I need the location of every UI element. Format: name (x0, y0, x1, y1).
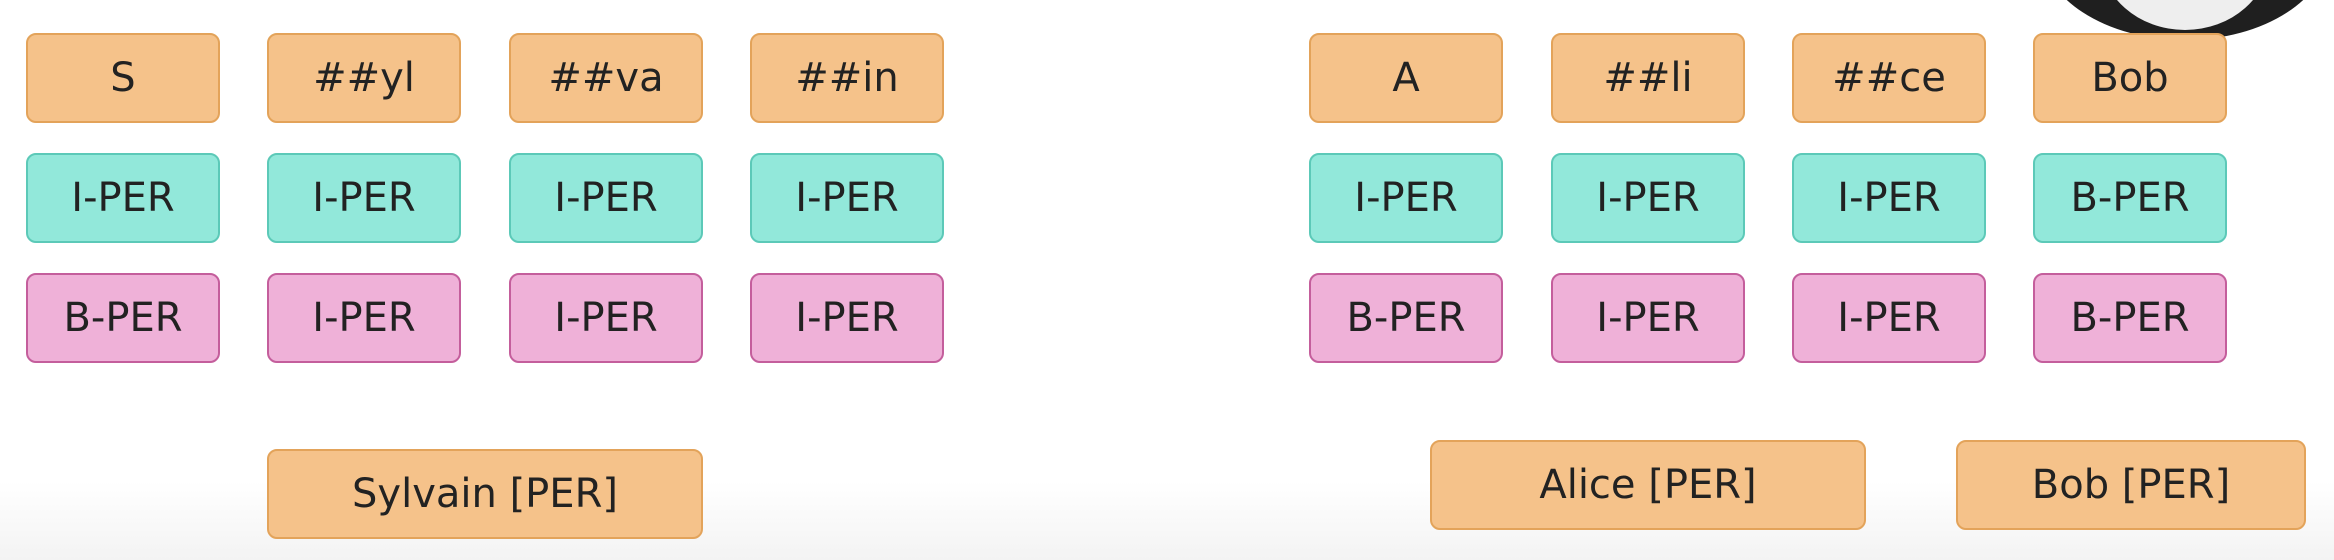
entity-box: Alice [PER] (1430, 440, 1866, 530)
label-box: B-PER (2033, 153, 2227, 243)
label-box: I-PER (750, 153, 944, 243)
label-box: I-PER (1551, 273, 1745, 363)
label-box: B-PER (1309, 273, 1503, 363)
token-box: ##in (750, 33, 944, 123)
entity-box: Sylvain [PER] (267, 449, 703, 539)
token-box: A (1309, 33, 1503, 123)
label-box: I-PER (1309, 153, 1503, 243)
entity-box: Bob [PER] (1956, 440, 2306, 530)
label-box: I-PER (509, 273, 703, 363)
label-box: I-PER (26, 153, 220, 243)
label-box: I-PER (267, 153, 461, 243)
label-box: I-PER (750, 273, 944, 363)
label-box: B-PER (2033, 273, 2227, 363)
token-box: S (26, 33, 220, 123)
token-box: ##va (509, 33, 703, 123)
label-box: I-PER (509, 153, 703, 243)
token-box: Bob (2033, 33, 2227, 123)
label-box: I-PER (1551, 153, 1745, 243)
label-box: I-PER (267, 273, 461, 363)
label-box: I-PER (1792, 153, 1986, 243)
token-box: ##ce (1792, 33, 1986, 123)
token-box: ##yl (267, 33, 461, 123)
token-box: ##li (1551, 33, 1745, 123)
label-box: B-PER (26, 273, 220, 363)
label-box: I-PER (1792, 273, 1986, 363)
